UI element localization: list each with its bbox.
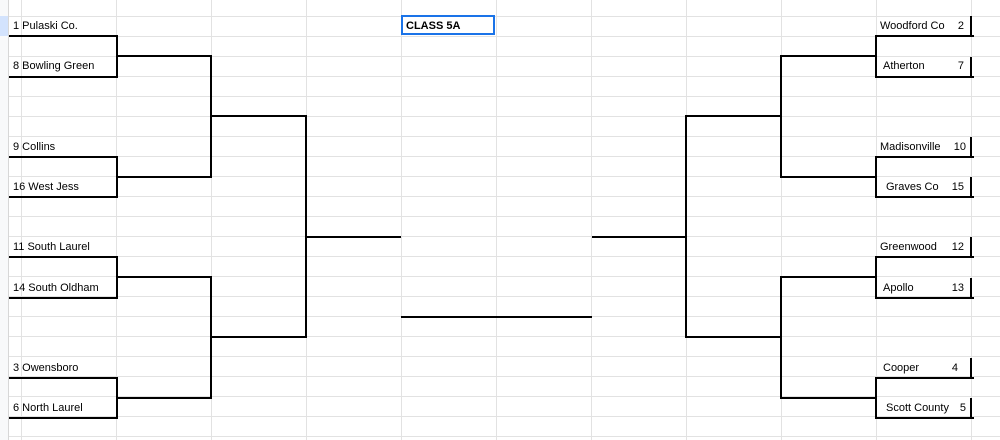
bracket-line xyxy=(875,256,877,299)
right-team-name-4[interactable]: Graves Co xyxy=(886,181,939,193)
right-team-seed-7: 4 xyxy=(951,362,958,374)
left-team-1[interactable]: 1 Pulaski Co. xyxy=(13,20,78,32)
bracket-line xyxy=(9,256,117,258)
bracket-line xyxy=(780,276,782,399)
left-team-7[interactable]: 3 Owensboro xyxy=(13,362,79,374)
bracket-line xyxy=(9,377,117,379)
right-team-seed-5: 12 xyxy=(951,241,964,253)
selected-row-indicator xyxy=(0,16,8,36)
bracket-line xyxy=(685,115,687,338)
bracket-line xyxy=(116,176,212,178)
bracket-line xyxy=(685,336,781,338)
bracket-line xyxy=(970,137,972,158)
bracket-line xyxy=(875,377,877,419)
right-team-name-5[interactable]: Greenwood xyxy=(880,241,937,253)
bracket-line xyxy=(875,256,974,258)
left-team-5[interactable]: 11 South Laurel xyxy=(13,241,90,253)
right-team-name-7[interactable]: Cooper xyxy=(883,362,920,374)
right-team-seed-1: 2 xyxy=(957,20,964,32)
right-team-seed-2: 7 xyxy=(957,60,964,72)
left-team-2[interactable]: 8 Bowling Green xyxy=(13,60,95,72)
left-team-3[interactable]: 9 Collins xyxy=(13,141,56,153)
bracket-line xyxy=(780,276,876,278)
bracket-line xyxy=(685,115,781,117)
bracket-line xyxy=(875,156,974,158)
bracket-line xyxy=(592,236,687,238)
bracket-line xyxy=(970,358,972,379)
right-team-seed-8: 5 xyxy=(959,402,966,414)
bracket-line xyxy=(9,156,117,158)
bracket-line xyxy=(780,55,876,57)
bracket-line xyxy=(875,35,877,78)
right-team-name-3[interactable]: Madisonville xyxy=(880,141,941,153)
bracket-line xyxy=(305,115,307,338)
row-header-gutter[interactable] xyxy=(0,0,9,440)
bracket-line xyxy=(116,397,212,399)
bracket-line xyxy=(970,398,972,419)
bracket-line xyxy=(970,237,972,258)
left-team-4[interactable]: 16 West Jess xyxy=(13,181,79,193)
bracket-line xyxy=(970,278,972,299)
bracket-line xyxy=(780,397,876,399)
bracket-line xyxy=(780,55,782,178)
bracket-line xyxy=(305,236,401,238)
bracket-line xyxy=(116,55,212,57)
bracket-line xyxy=(875,76,974,78)
bracket-line xyxy=(970,177,972,198)
bracket-line xyxy=(9,76,117,78)
left-team-8[interactable]: 6 North Laurel xyxy=(13,402,83,414)
bracket-title: CLASS 5A xyxy=(406,20,461,32)
bracket-line xyxy=(875,297,974,299)
bracket-line xyxy=(780,176,876,178)
bracket-line xyxy=(970,16,972,37)
bracket-line xyxy=(875,196,974,198)
bracket-line xyxy=(116,35,118,56)
right-team-seed-6: 13 xyxy=(951,282,964,294)
bracket-line xyxy=(9,35,117,37)
bracket-line xyxy=(970,57,972,78)
bracket-line xyxy=(116,56,118,78)
bracket-line xyxy=(875,377,974,379)
right-team-name-8[interactable]: Scott County xyxy=(886,402,949,414)
bracket-line xyxy=(875,417,974,419)
right-team-name-1[interactable]: Woodford Co xyxy=(880,20,945,32)
bracket-line xyxy=(116,276,212,278)
bracket-line xyxy=(875,35,974,37)
bracket-line xyxy=(9,297,117,299)
right-team-seed-4: 15 xyxy=(951,181,964,193)
championship-line xyxy=(401,316,592,318)
left-team-6[interactable]: 14 South Oldham xyxy=(13,282,99,294)
bracket-line xyxy=(875,156,877,198)
selected-cell-title[interactable]: CLASS 5A xyxy=(401,15,495,35)
bracket-line xyxy=(210,115,307,117)
bracket-line xyxy=(9,196,117,198)
right-team-name-2[interactable]: Atherton xyxy=(883,60,925,72)
bracket-line xyxy=(210,336,307,338)
right-team-name-6[interactable]: Apollo xyxy=(883,282,914,294)
right-team-seed-3: 10 xyxy=(953,141,966,153)
bracket-line xyxy=(9,417,117,419)
